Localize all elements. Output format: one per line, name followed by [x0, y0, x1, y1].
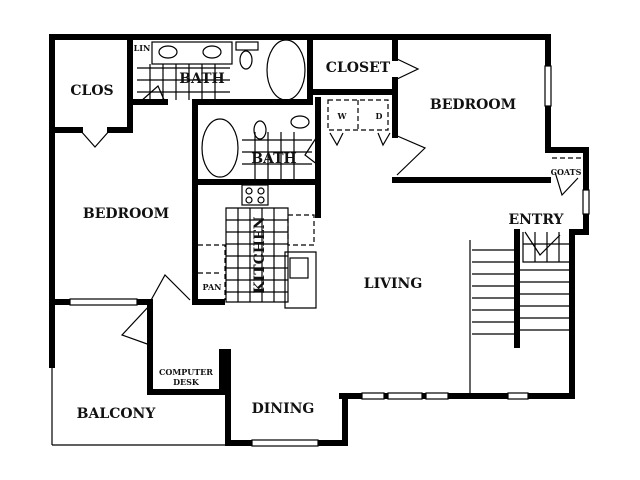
label-entry: ENTRY: [508, 212, 564, 228]
label-pantry: PAN: [203, 282, 222, 292]
label-linen: LIN: [134, 43, 151, 53]
doors: [79, 57, 579, 346]
label-closet-right: CLOSET: [326, 60, 391, 76]
label-coats: COATS: [551, 167, 582, 177]
label-computer-desk-1: COMPUTER: [159, 367, 213, 377]
label-bedroom-left: BEDROOM: [83, 206, 169, 222]
label-dining: DINING: [252, 401, 315, 417]
label-bedroom-right: BEDROOM: [430, 97, 516, 113]
walls: [49, 34, 589, 446]
label-closet-left: CLOS: [70, 83, 113, 99]
room-labels: CLOS LIN BATH CLOSET W D BEDROOM BATH CO…: [70, 43, 581, 422]
windows: [69, 65, 590, 447]
label-bath-master: BATH: [179, 71, 225, 87]
label-dryer: D: [376, 111, 383, 121]
fixtures: [137, 39, 582, 335]
label-living: LIVING: [364, 276, 423, 292]
label-kitchen: KITCHEN: [252, 216, 268, 293]
label-washer: W: [337, 111, 348, 121]
label-bath-second: BATH: [251, 151, 297, 167]
label-balcony: BALCONY: [77, 406, 157, 422]
label-computer-desk-2: DESK: [173, 377, 200, 387]
bath-tile: [137, 64, 312, 180]
